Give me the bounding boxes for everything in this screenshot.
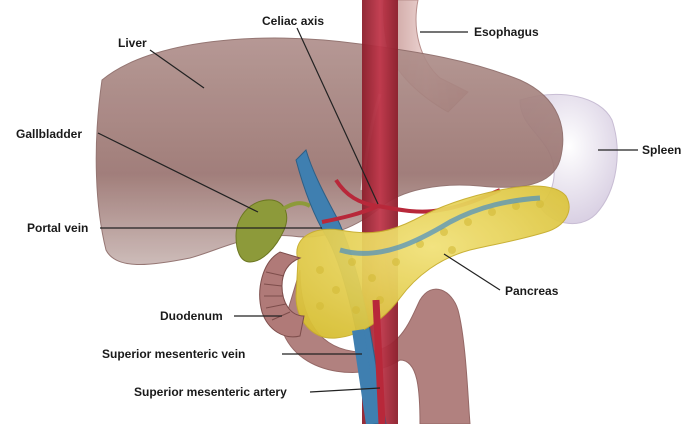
leader-pancreas (443, 253, 501, 291)
gallbladder-shape (235, 199, 288, 263)
label-spleen: Spleen (642, 143, 682, 157)
label-pancreas: Pancreas (505, 284, 559, 298)
pancreas-shape (295, 185, 570, 339)
cystic-duct (276, 201, 312, 214)
superior-mesenteric-artery-shape (372, 299, 386, 424)
leader-celiac-axis (296, 27, 379, 205)
label-portal-vein: Portal vein (27, 221, 89, 235)
leader-lines (97, 27, 638, 393)
superior-mesenteric-vein-shape (352, 329, 378, 424)
leader-liver (149, 49, 205, 89)
label-celiac-axis: Celiac axis (262, 14, 325, 28)
label-superior-mesenteric-artery: Superior mesenteric artery (134, 385, 287, 399)
splenic-vein (339, 195, 541, 256)
leader-sma (309, 387, 381, 393)
label-liver: Liver (118, 36, 147, 50)
label-superior-mesenteric-vein: Superior mesenteric vein (102, 347, 246, 361)
label-gallbladder: Gallbladder (16, 127, 83, 141)
label-duodenum: Duodenum (160, 309, 223, 323)
leader-gallbladder (97, 132, 259, 213)
label-esophagus: Esophagus (474, 25, 539, 39)
